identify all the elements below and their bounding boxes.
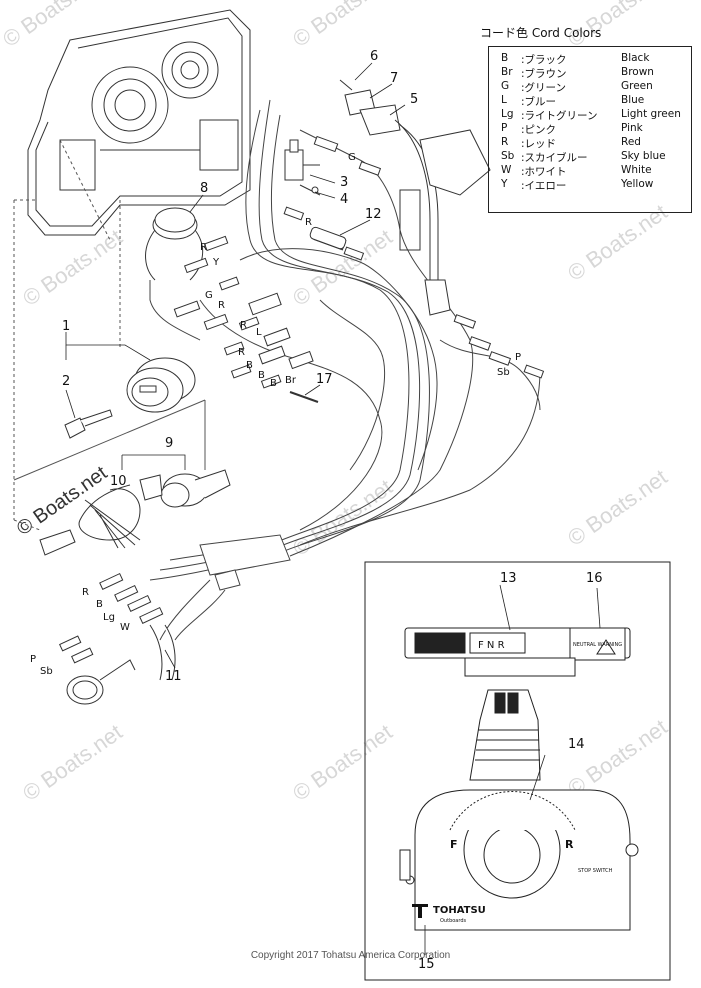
callout-17: 17	[316, 372, 333, 387]
relay-switch	[284, 139, 321, 196]
callout-14: 14	[568, 737, 585, 752]
wire-label: Y	[212, 257, 220, 268]
wire-label: Br	[285, 375, 297, 386]
wire-label: R	[218, 300, 225, 311]
panel-housing	[27, 9, 251, 236]
copyright: Copyright 2017 Tohatsu America Corporati…	[250, 950, 451, 961]
callout-2: 2	[62, 374, 70, 389]
control-lever	[469, 689, 541, 781]
svg-text:TOHATSU: TOHATSU	[433, 905, 486, 916]
callout-10: 10	[110, 474, 127, 489]
wire-label: P	[30, 654, 36, 665]
stop-switch	[160, 469, 231, 508]
wire-label: G	[348, 152, 356, 163]
wire-label: B	[258, 370, 265, 381]
tohatsu-logo: TOHATSU Outboards	[412, 904, 486, 924]
control-box-inset: F N R NEUTRAL WARNING F R STOP SWITCH TO…	[364, 561, 671, 981]
callout-6: 6	[370, 49, 378, 64]
wire-label: B	[96, 599, 103, 610]
svg-text:Outboards: Outboards	[440, 918, 467, 924]
harness-plug	[66, 624, 176, 705]
trim-cable	[394, 119, 491, 316]
callout-1: 1	[62, 319, 70, 334]
wire-label: B	[270, 378, 277, 389]
dial-marks: F N R	[478, 640, 505, 651]
callout-11: 11	[165, 669, 182, 684]
callout-3: 3	[340, 175, 348, 190]
dial-indicator	[404, 627, 631, 677]
wire-label: Sb	[497, 367, 510, 378]
wire-label: R	[238, 347, 245, 358]
r-mark: R	[565, 838, 574, 851]
callout-7: 7	[390, 71, 398, 86]
bracket	[339, 79, 401, 136]
callout-5: 5	[410, 92, 418, 107]
ignition-key	[64, 409, 113, 439]
callout-16: 16	[586, 571, 603, 586]
callout-15: 15	[418, 957, 435, 972]
wire-label: Lg	[103, 612, 115, 623]
wire-label: B	[246, 360, 253, 371]
callout-8: 8	[200, 181, 208, 196]
stop-label: STOP SWITCH	[578, 868, 613, 874]
wire-label: W	[120, 622, 130, 633]
callout-9: 9	[165, 436, 173, 451]
callout-13: 13	[500, 571, 517, 586]
wire-label: G	[205, 290, 213, 301]
wire-label: R	[82, 587, 89, 598]
control-box-body	[399, 789, 639, 931]
ignition-switch	[126, 357, 196, 413]
callout-12: 12	[365, 207, 382, 222]
wire-label: L	[256, 327, 262, 338]
wire-label: R	[200, 242, 207, 253]
lanyard-coil	[39, 474, 163, 556]
buzzer	[145, 207, 204, 281]
wire-label: R	[240, 320, 247, 331]
f-mark: F	[450, 838, 458, 851]
neutral-label: NEUTRAL WARNING	[573, 642, 622, 648]
callout-4: 4	[340, 192, 348, 207]
wire-label: R	[305, 217, 312, 228]
wire-label: P	[515, 352, 521, 363]
wire-label: Sb	[40, 666, 53, 677]
tube	[309, 226, 347, 250]
legend-title: コード色 Cord Colors	[480, 26, 602, 40]
